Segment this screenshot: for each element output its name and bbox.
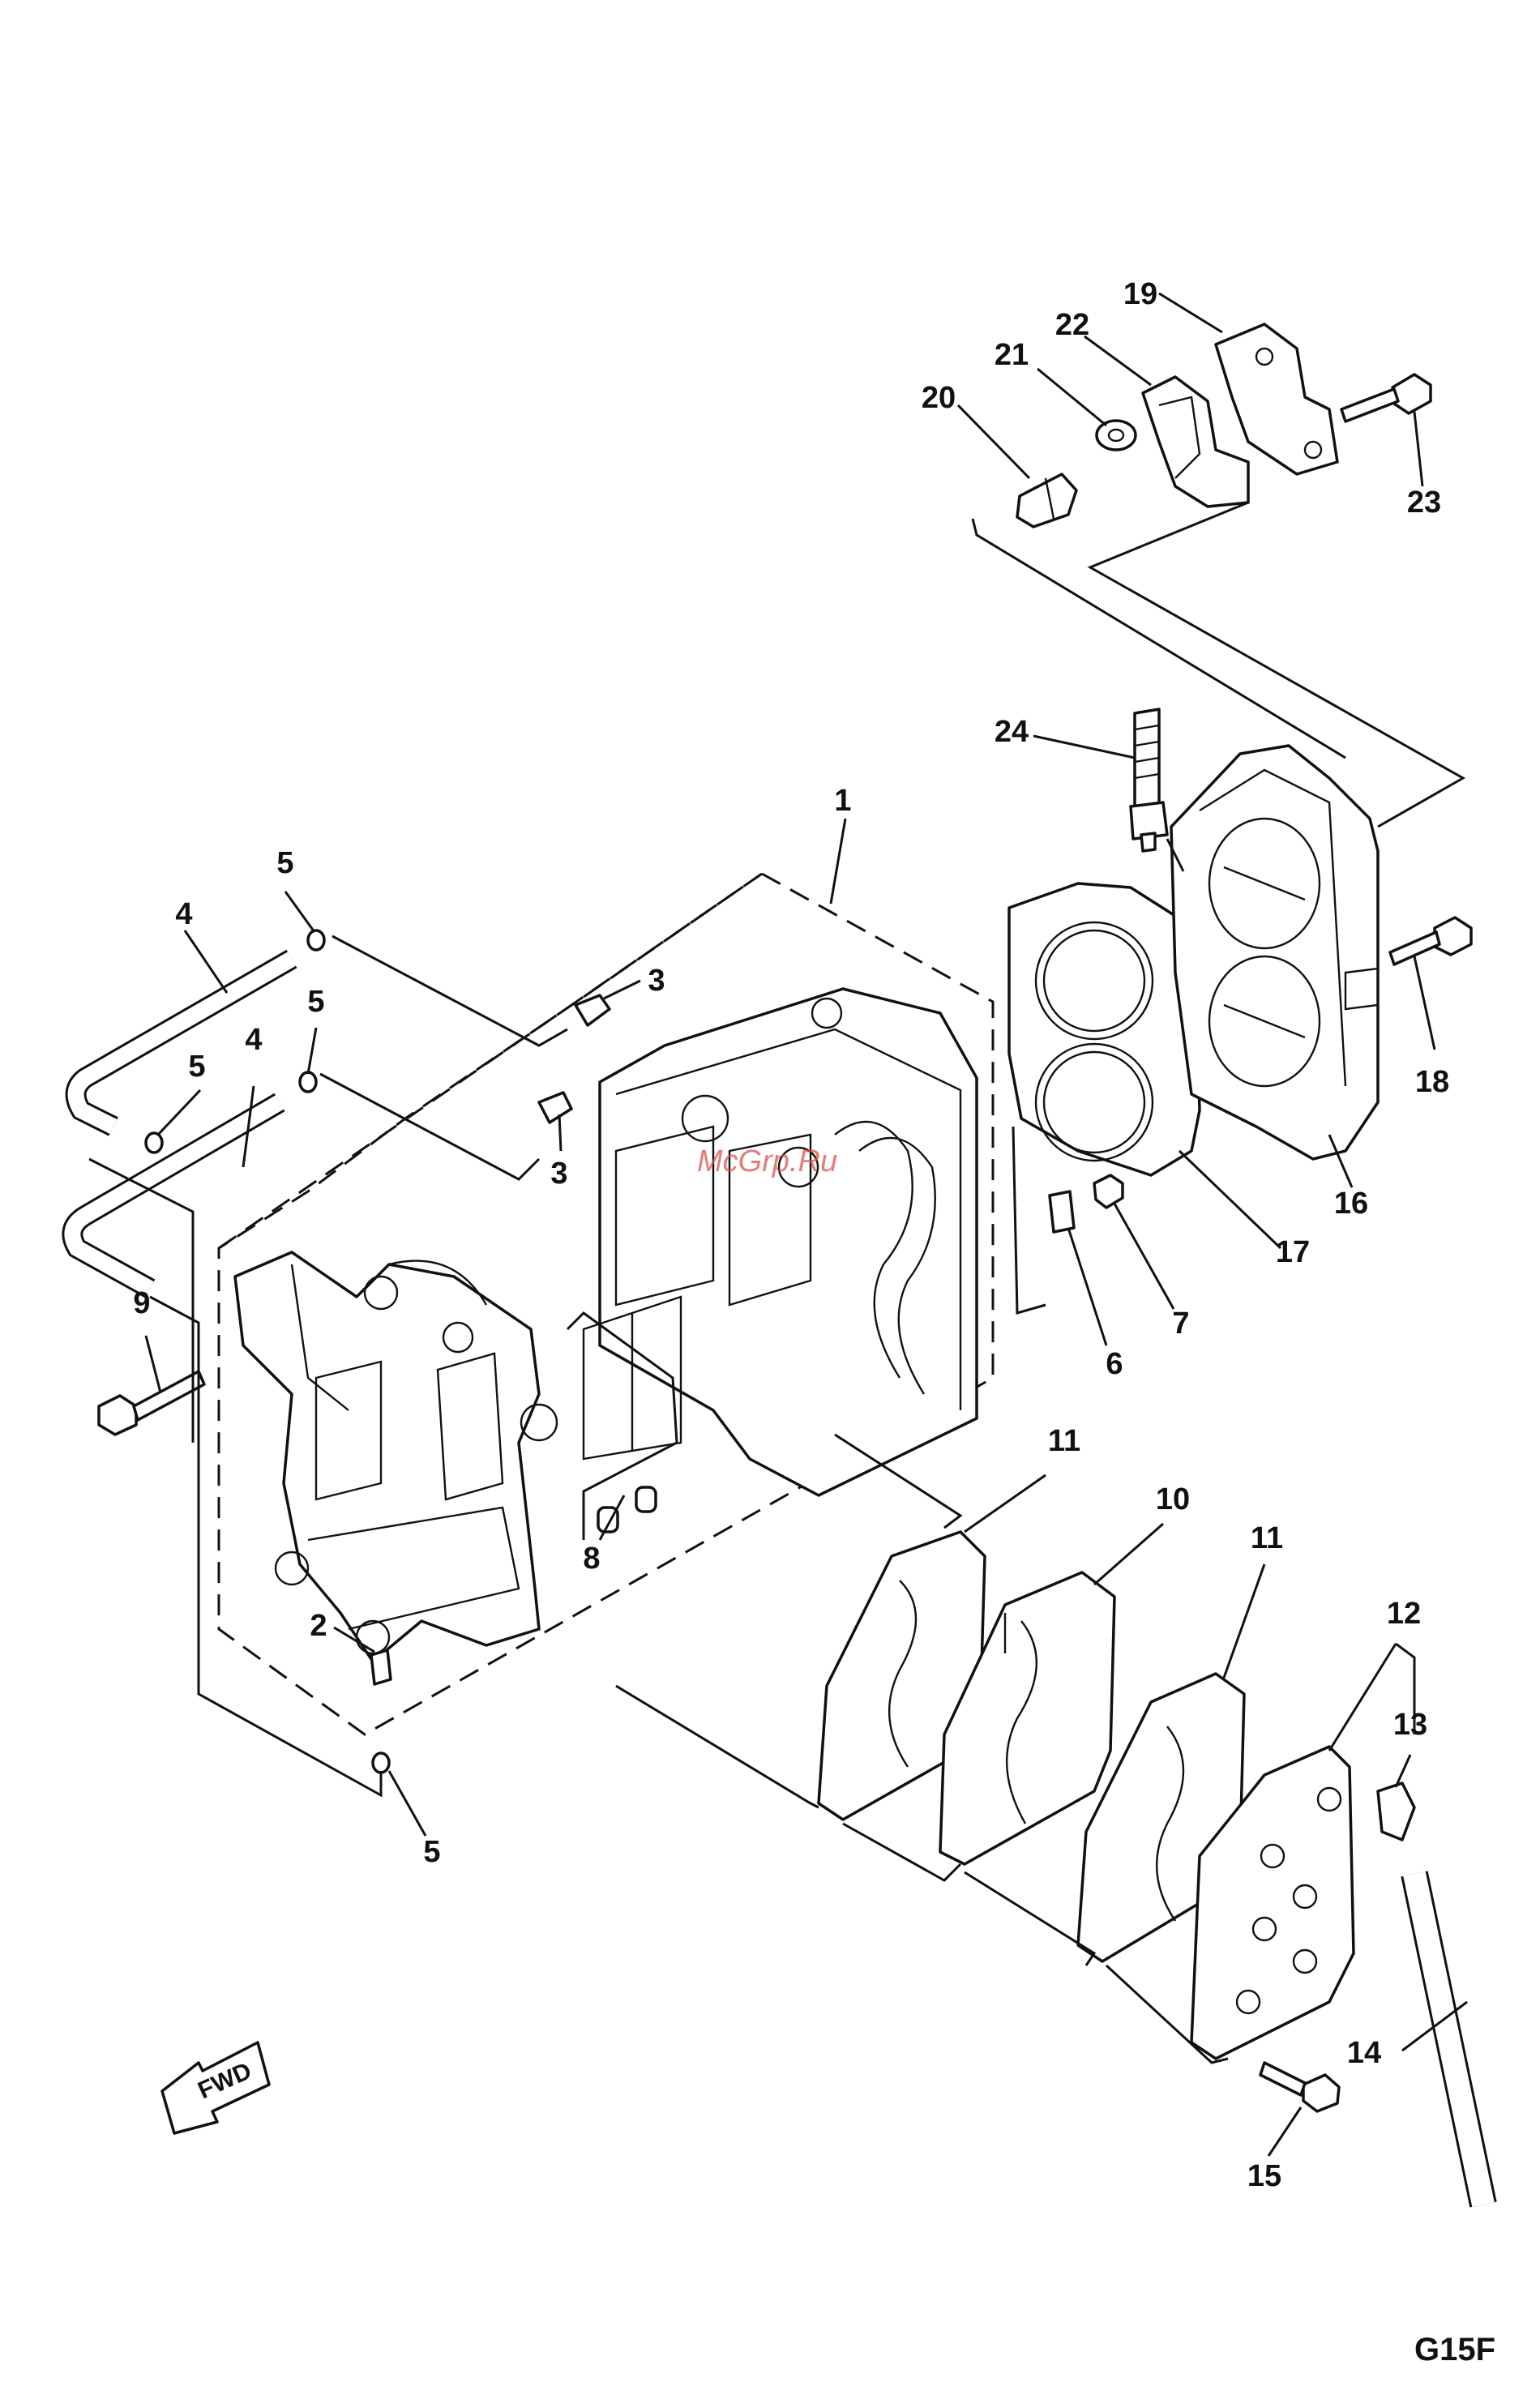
callout-19: 19 bbox=[1123, 277, 1157, 311]
callout-4b: 4 bbox=[245, 1023, 262, 1057]
callout-12: 12 bbox=[1387, 1597, 1421, 1631]
callout-24: 24 bbox=[995, 715, 1029, 749]
callout-15: 15 bbox=[1247, 2159, 1281, 2193]
callout-18: 18 bbox=[1415, 1065, 1449, 1099]
forward-direction-arrow: FWD bbox=[162, 2042, 269, 2133]
cylinder-head bbox=[1171, 746, 1378, 1159]
callout-21: 21 bbox=[995, 338, 1029, 372]
callout-3a: 3 bbox=[648, 964, 665, 998]
callout-11a: 11 bbox=[1048, 1424, 1080, 1458]
callout-2: 2 bbox=[310, 1609, 327, 1643]
diagram-code: G15F bbox=[1414, 2332, 1495, 2367]
callout-5c: 5 bbox=[188, 1050, 205, 1084]
cover-bolt-lower bbox=[1260, 2063, 1339, 2111]
callout-1: 1 bbox=[834, 784, 851, 818]
crankcase-bolt bbox=[99, 1371, 204, 1435]
bypass-hose bbox=[1414, 1874, 1483, 2205]
crankcase bbox=[235, 1252, 557, 1662]
anode-bolt bbox=[1094, 1175, 1123, 1208]
callout-14: 14 bbox=[1347, 2036, 1381, 2070]
callout-20: 20 bbox=[922, 381, 956, 415]
callout-16: 16 bbox=[1334, 1187, 1368, 1221]
watermark-text: McGrp.Ru bbox=[697, 1144, 837, 1178]
callout-7: 7 bbox=[1172, 1307, 1189, 1341]
head-bolt bbox=[1390, 917, 1471, 964]
callout-23: 23 bbox=[1407, 485, 1441, 520]
spark-plug bbox=[1131, 709, 1167, 851]
callout-22: 22 bbox=[1055, 308, 1089, 342]
crankcase-small-bolt bbox=[371, 1650, 391, 1684]
head-gasket bbox=[1009, 883, 1200, 1175]
callout-8: 8 bbox=[583, 1542, 600, 1576]
callout-10: 10 bbox=[1156, 1482, 1190, 1516]
callout-9: 9 bbox=[133, 1286, 150, 1320]
callout-11b: 11 bbox=[1251, 1521, 1283, 1555]
cover-fitting bbox=[1378, 1783, 1414, 1840]
callout-17: 17 bbox=[1276, 1235, 1310, 1269]
washer bbox=[1097, 421, 1136, 450]
callout-5d: 5 bbox=[423, 1835, 440, 1869]
cylinder-block bbox=[584, 989, 977, 1495]
callout-5a: 5 bbox=[276, 846, 293, 880]
callout-6: 6 bbox=[1106, 1347, 1123, 1381]
callout-3b: 3 bbox=[550, 1157, 567, 1191]
thermostat-cover bbox=[1216, 324, 1337, 474]
cover-bolt bbox=[1341, 374, 1431, 421]
callout-5b: 5 bbox=[307, 985, 324, 1019]
callout-13: 13 bbox=[1393, 1708, 1427, 1742]
drain-plug bbox=[1017, 474, 1076, 527]
anode-plate bbox=[1050, 1191, 1074, 1232]
callout-4a: 4 bbox=[175, 897, 192, 931]
